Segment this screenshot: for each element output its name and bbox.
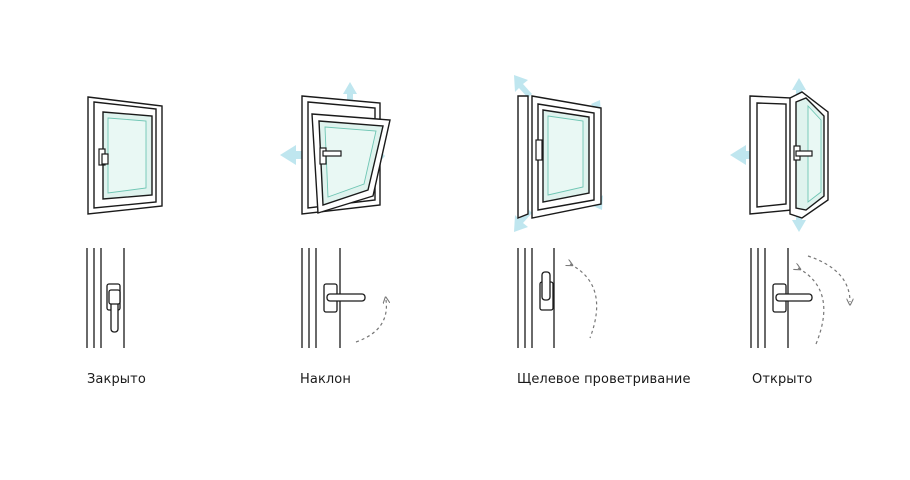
state-open: Открыто bbox=[710, 0, 910, 480]
open-window-illustration bbox=[730, 78, 910, 348]
handle-icon bbox=[319, 147, 342, 165]
rotation-arrow-icon bbox=[807, 255, 850, 302]
open-window bbox=[749, 91, 829, 219]
tilt-handle-detail bbox=[301, 248, 366, 348]
slot-vent-handle-detail bbox=[517, 248, 555, 348]
state-closed: Закрыто bbox=[0, 0, 220, 480]
rotation-arrow-icon bbox=[798, 268, 825, 345]
tilt-window bbox=[301, 95, 391, 215]
handle-icon bbox=[98, 148, 109, 166]
closed-window-illustration bbox=[86, 96, 163, 348]
rotation-arrow-icon bbox=[570, 264, 598, 339]
tilt-window-illustration bbox=[280, 82, 391, 348]
open-handle-detail bbox=[750, 248, 813, 348]
handle-icon bbox=[535, 139, 543, 161]
slot-vent-window bbox=[517, 95, 602, 220]
caption-tilt: Наклон bbox=[300, 372, 351, 387]
state-tilt: Наклон bbox=[220, 0, 450, 480]
closed-window bbox=[87, 96, 163, 215]
caption-open: Открыто bbox=[752, 372, 813, 387]
slot-vent-window-illustration bbox=[514, 75, 603, 348]
rotation-arrow-icon bbox=[355, 300, 386, 343]
arrow-up-icon bbox=[343, 82, 357, 105]
arrow-up-icon bbox=[792, 78, 806, 98]
caption-closed: Закрыто bbox=[87, 372, 146, 387]
caption-slot-vent: Щелевое проветривание bbox=[517, 372, 691, 387]
handle-icon bbox=[793, 145, 813, 161]
arrow-down-icon bbox=[792, 212, 806, 232]
closed-handle-detail bbox=[86, 248, 125, 348]
arrow-diagonal-icon bbox=[514, 75, 532, 98]
state-slot-vent: Щелевое проветривание bbox=[450, 0, 710, 480]
